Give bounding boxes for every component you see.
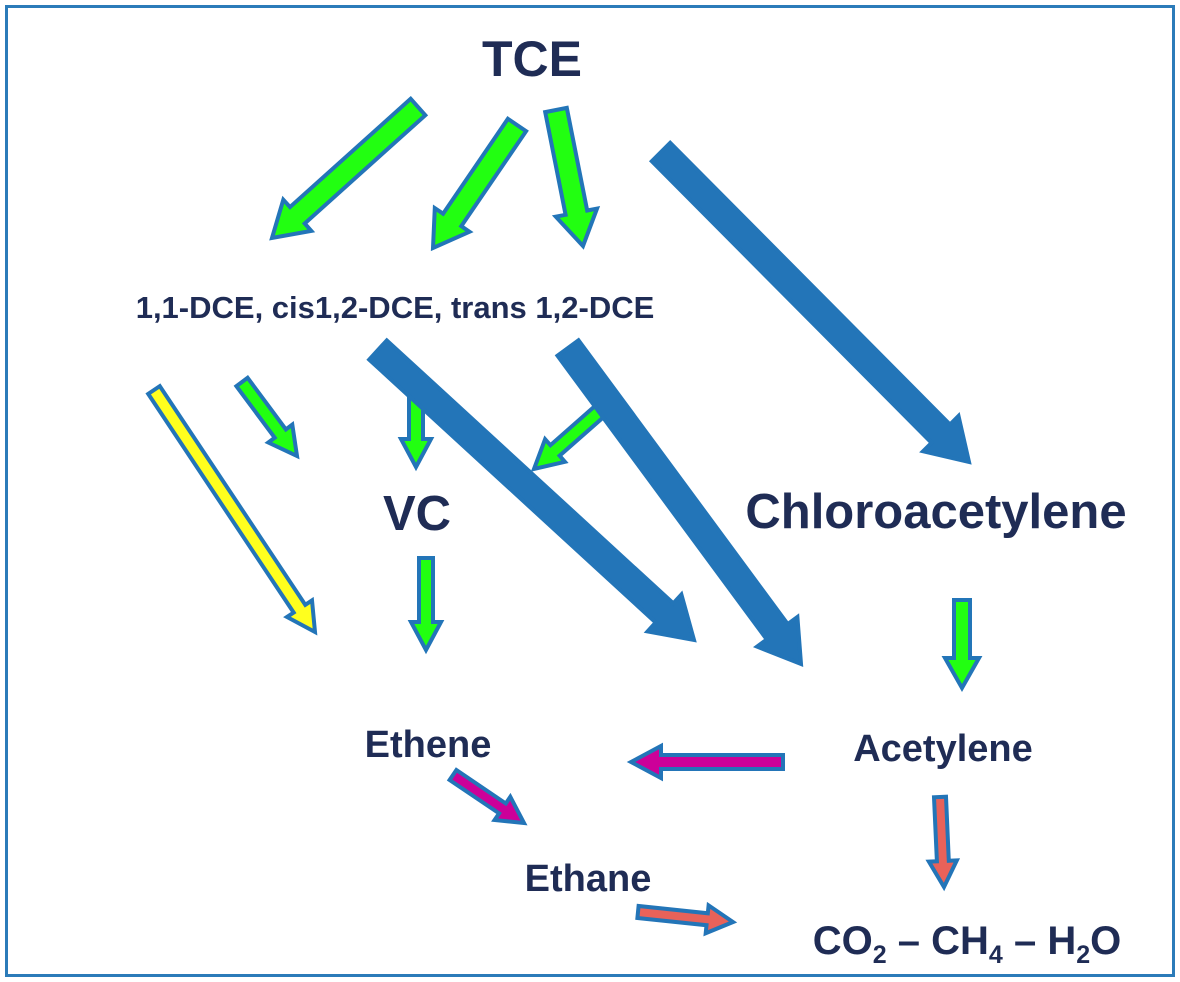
node-ethane: Ethane	[525, 858, 652, 900]
product-o: O	[1090, 919, 1121, 963]
arrow-tce-to-dce-c	[542, 105, 601, 250]
node-acetylene: Acetylene	[853, 728, 1033, 770]
arrow-acetylene-to-ethene	[626, 742, 785, 782]
arrow-dce-to-vc-c	[530, 401, 609, 472]
arrow-tce-to-dce-b	[430, 116, 529, 252]
arrow-vc-to-ethene	[407, 556, 445, 655]
diagram-frame	[5, 5, 1175, 977]
arrow-dce-to-acetylene-b	[554, 337, 804, 668]
node-tce: TCE	[482, 31, 582, 87]
product-h: H	[1047, 919, 1076, 963]
arrow-dce-to-ethene	[145, 383, 318, 636]
arrow-acetylene-to-products	[925, 794, 961, 892]
arrow-tce-to-chloroacetylene	[648, 139, 972, 465]
arrow-dce-to-vc-a	[233, 374, 300, 460]
product-co: CO	[813, 919, 873, 963]
arrow-ethene-to-ethane	[446, 767, 528, 826]
arrow-ethane-to-products	[635, 901, 738, 937]
node-ethene: Ethene	[365, 724, 492, 766]
arrows-layer	[145, 95, 983, 937]
node-chloroacetylene: Chloroacetylene	[745, 485, 1126, 539]
product-dash-1: –	[887, 919, 931, 963]
node-co2-ch4-h2o: CO2 – CH4 – H2O	[813, 919, 1121, 969]
arrow-dce-to-acetylene-a	[366, 337, 697, 643]
product-co-subscript: 2	[873, 941, 887, 969]
node-dce-isomers: 1,1-DCE, cis1,2-DCE, trans 1,2-DCE	[136, 290, 655, 325]
arrow-tce-to-dce-a	[269, 95, 429, 241]
product-dash-2: –	[1003, 919, 1047, 963]
product-h-subscript: 2	[1076, 941, 1090, 969]
arrow-chloroacetylene-to-acetylene	[941, 598, 983, 693]
node-vc: VC	[383, 487, 451, 541]
product-ch: CH	[931, 919, 989, 963]
product-ch-subscript: 4	[989, 941, 1003, 969]
